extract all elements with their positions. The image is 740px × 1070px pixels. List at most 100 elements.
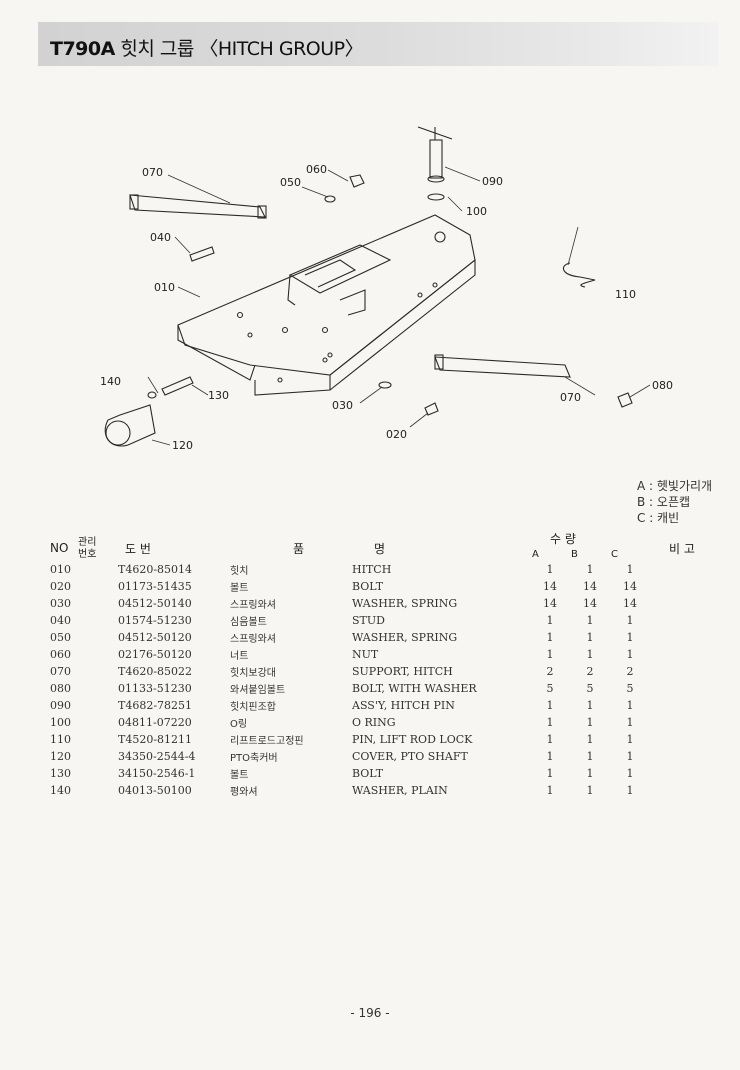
cell-a: 2 xyxy=(546,665,554,678)
cell-no: 020 xyxy=(50,580,71,593)
cell-eng: STUD xyxy=(352,614,385,627)
callout-070-upper: 070 xyxy=(142,166,163,179)
header-no: NO xyxy=(50,541,69,555)
header-mgmt-top: 관리 xyxy=(78,537,97,548)
callout-090: 090 xyxy=(482,175,503,188)
cell-c: 1 xyxy=(626,733,634,746)
cell-no: 120 xyxy=(50,750,71,763)
cell-c: 2 xyxy=(626,665,634,678)
cell-b: 1 xyxy=(586,784,594,797)
cell-b: 14 xyxy=(583,580,597,593)
callout-010: 010 xyxy=(154,281,175,294)
cell-b: 1 xyxy=(586,631,594,644)
cell-part: 34350-2544-4 xyxy=(118,750,196,763)
cell-c: 1 xyxy=(626,648,634,661)
page-header: T790A 힛치 그룹 〈HITCH GROUP〉 xyxy=(38,22,718,66)
cell-a: 14 xyxy=(543,580,557,593)
callout-070-lower: 070 xyxy=(560,391,581,404)
cell-c: 5 xyxy=(626,682,634,695)
cell-a: 1 xyxy=(546,733,554,746)
callout-080: 080 xyxy=(652,379,673,392)
cell-a: 1 xyxy=(546,750,554,763)
callout-100: 100 xyxy=(466,205,487,218)
cell-part: 01574-51230 xyxy=(118,614,192,627)
legend-item: A : 헷빛가리개 xyxy=(637,479,713,493)
cell-no: 110 xyxy=(50,733,71,746)
table-row: 040 01574-51230 심음볼트 STUD 1 1 1 xyxy=(44,612,650,629)
cell-kor: PTO축커버 xyxy=(230,753,278,764)
cell-part: T4620-85022 xyxy=(118,665,193,678)
page-number: - 196 - xyxy=(350,1006,390,1020)
table-row: 120 34350-2544-4 PTO축커버 COVER, PTO SHAFT 1 1 1 xyxy=(44,748,650,765)
legend-item: C : 캐빈 xyxy=(637,511,680,525)
cell-eng: ASS'Y, HITCH PIN xyxy=(352,699,455,712)
header-drawing-no: 도 번 xyxy=(125,542,151,556)
header-mgmt-bottom: 번호 xyxy=(78,549,97,560)
cell-no: 090 xyxy=(50,699,71,712)
cell-eng: SUPPORT, HITCH xyxy=(352,665,453,678)
cell-no: 080 xyxy=(50,682,71,695)
cell-b: 1 xyxy=(586,699,594,712)
cell-kor: 너트 xyxy=(230,651,249,662)
cell-no: 040 xyxy=(50,614,71,627)
cell-kor: 스프링와셔 xyxy=(230,634,276,645)
callout-020: 020 xyxy=(386,428,407,441)
cell-b: 1 xyxy=(586,750,594,763)
cell-no: 030 xyxy=(50,597,71,610)
cell-c: 1 xyxy=(626,716,634,729)
cell-kor: 평와셔 xyxy=(230,787,258,798)
callout-120: 120 xyxy=(172,439,193,452)
cell-part: 02176-50120 xyxy=(118,648,192,661)
header-remarks: 비 고 xyxy=(669,542,695,556)
cell-part: T4520-81211 xyxy=(118,733,193,746)
header-qty-a: A xyxy=(532,549,539,560)
hitch-drawing: 070 060 050 090 100 040 010 110 140 130 … xyxy=(100,126,673,452)
cell-eng: PIN, LIFT ROD LOCK xyxy=(352,733,473,746)
cell-a: 1 xyxy=(546,767,554,780)
cell-part: 04811-07220 xyxy=(118,716,192,729)
group-title: 힛치 그룹 〈HITCH GROUP〉 xyxy=(120,38,364,60)
cell-c: 1 xyxy=(626,699,634,712)
cell-b: 1 xyxy=(586,614,594,627)
cell-part: T4620-85014 xyxy=(118,563,193,576)
cell-eng: COVER, PTO SHAFT xyxy=(352,750,468,763)
cell-kor: 힛치보강대 xyxy=(230,668,276,679)
page-title: T790A 힛치 그룹 〈HITCH GROUP〉 xyxy=(50,34,364,61)
support-upper xyxy=(129,194,266,218)
callout-040: 040 xyxy=(150,231,171,244)
exploded-parts-diagram: 070 060 050 090 100 040 010 110 140 130 … xyxy=(90,115,720,475)
cell-no: 140 xyxy=(50,784,71,797)
cell-c: 1 xyxy=(626,614,634,627)
pto-cover xyxy=(104,404,156,447)
cell-part: 04512-50120 xyxy=(118,631,192,644)
cell-b: 5 xyxy=(586,682,594,695)
cell-b: 2 xyxy=(586,665,594,678)
cell-part: 04013-50100 xyxy=(118,784,192,797)
cell-kor: 스프링와셔 xyxy=(230,600,276,611)
cell-c: 1 xyxy=(626,784,634,797)
callout-140: 140 xyxy=(100,375,121,388)
cell-c: 1 xyxy=(626,750,634,763)
cell-kor: 심음볼트 xyxy=(230,617,267,628)
cell-eng: WASHER, SPRING xyxy=(352,597,458,610)
header-qty-b: B xyxy=(571,549,578,560)
callout-060: 060 xyxy=(306,163,327,176)
cell-no: 010 xyxy=(50,563,71,576)
cell-a: 1 xyxy=(546,614,554,627)
cell-eng: WASHER, SPRING xyxy=(352,631,458,644)
cell-kor: 와셔붙임볼트 xyxy=(230,685,286,696)
cell-a: 5 xyxy=(546,682,554,695)
header-quantity: 수 량 xyxy=(550,532,576,546)
cell-eng: BOLT xyxy=(352,767,384,780)
cell-a: 14 xyxy=(543,597,557,610)
cell-part: 01133-51230 xyxy=(118,682,192,695)
